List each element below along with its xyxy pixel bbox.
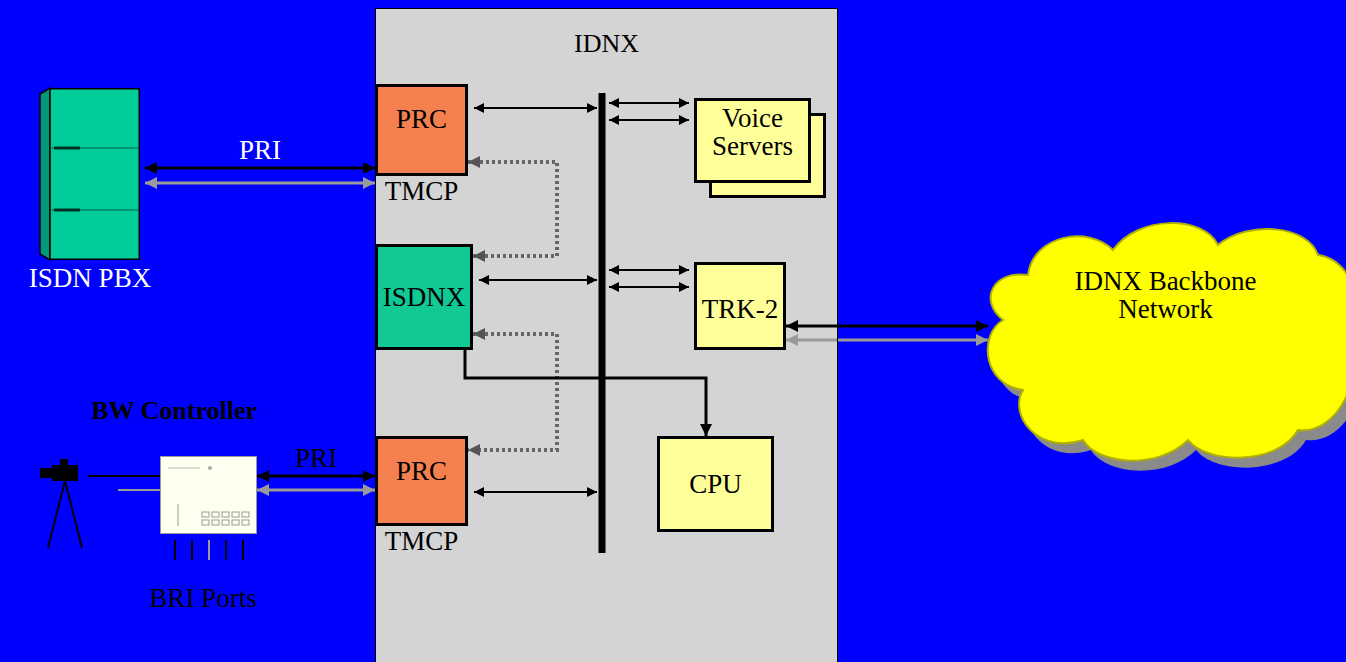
connector bbox=[465, 350, 706, 436]
port-socket bbox=[242, 520, 249, 525]
cloud-label: IDNX Backbone Network bbox=[1058, 267, 1273, 324]
server-stack: Voice Servers bbox=[694, 98, 826, 198]
port-socket bbox=[202, 512, 209, 517]
bri-port bbox=[191, 540, 193, 560]
device-detail bbox=[168, 468, 200, 469]
link-label: PRI bbox=[295, 444, 337, 472]
device-case bbox=[161, 457, 257, 534]
card-label: Voice Servers bbox=[698, 104, 807, 161]
shelf-line bbox=[50, 148, 139, 149]
bus-arrow bbox=[609, 102, 689, 104]
device-label: BW Controller bbox=[91, 397, 257, 424]
controller-device: BW Controller bbox=[160, 456, 257, 534]
bus-arrow bbox=[474, 107, 597, 109]
connector bbox=[145, 168, 375, 183]
port-socket bbox=[222, 512, 229, 517]
card-label: ISDNX bbox=[383, 283, 466, 311]
camera-cable bbox=[118, 489, 160, 491]
server-card bbox=[696, 100, 810, 182]
connector bbox=[468, 162, 557, 256]
device-label: ISDN PBX bbox=[29, 264, 151, 292]
port-label: BRI Ports bbox=[149, 584, 256, 612]
connector-line bbox=[257, 475, 375, 478]
link-label: PRI bbox=[239, 136, 281, 164]
card-label: PRC bbox=[396, 105, 447, 133]
node-shape bbox=[40, 88, 140, 260]
chassis-title: IDNX bbox=[376, 30, 837, 57]
backplane-bus bbox=[599, 93, 606, 553]
bri-port bbox=[242, 540, 244, 560]
connector-line bbox=[465, 350, 706, 436]
tripod-leg bbox=[65, 481, 82, 548]
card-box: ISDNX bbox=[375, 244, 473, 350]
dotted-connector-line bbox=[468, 334, 557, 450]
cabinet-front bbox=[50, 89, 139, 260]
bus-arrow bbox=[609, 269, 689, 271]
connector-shadow-line bbox=[786, 339, 988, 342]
connector bbox=[257, 476, 375, 490]
port-socket bbox=[242, 512, 249, 517]
bus-arrow bbox=[609, 286, 689, 288]
dotted-connector-line bbox=[468, 162, 557, 256]
card-label: TRK-2 bbox=[702, 295, 779, 323]
port-socket bbox=[232, 520, 239, 525]
bri-port bbox=[174, 540, 176, 560]
port-socket bbox=[232, 512, 239, 517]
bri-port bbox=[225, 540, 227, 560]
bus-arrow bbox=[479, 279, 597, 281]
port-socket bbox=[212, 520, 219, 525]
camera-viewfinder bbox=[60, 459, 68, 465]
connector-shadow-line bbox=[257, 489, 375, 492]
network-cloud: IDNX Backbone Network bbox=[988, 215, 1346, 470]
camera-cable bbox=[88, 475, 160, 477]
card-subtitle: TMCP bbox=[385, 177, 459, 205]
card-label: PRC bbox=[396, 457, 447, 485]
chassis-frame: IDNXPRCTMCPVoice ServersISDNXTRK-2PRCTMC… bbox=[375, 8, 838, 662]
shelf-handle bbox=[54, 147, 80, 150]
chassis-panel bbox=[375, 8, 838, 662]
cabinet-side bbox=[40, 88, 50, 260]
node-shape bbox=[160, 456, 257, 534]
card-label: CPU bbox=[689, 470, 742, 498]
connector-line bbox=[145, 167, 375, 170]
port-socket bbox=[202, 520, 209, 525]
port-socket bbox=[222, 520, 229, 525]
device-detail bbox=[178, 504, 179, 526]
pbx-cabinet: ISDN PBX bbox=[40, 88, 140, 260]
port-socket bbox=[212, 512, 219, 517]
connector-shadow-line bbox=[145, 182, 375, 185]
bri-port bbox=[208, 540, 210, 560]
shelf-handle bbox=[54, 209, 80, 212]
bus-arrow bbox=[609, 119, 689, 121]
camera-body bbox=[52, 465, 78, 481]
connector bbox=[786, 326, 988, 340]
device-led bbox=[208, 466, 212, 470]
card-subtitle: TMCP bbox=[385, 527, 459, 555]
tripod-leg bbox=[48, 481, 65, 548]
card-box: TRK-2 bbox=[694, 262, 786, 350]
card-box: CPU bbox=[657, 436, 774, 532]
node-shape bbox=[988, 215, 1346, 470]
connector bbox=[468, 334, 557, 450]
card-box: PRCTMCP bbox=[375, 84, 468, 176]
cloud-outline bbox=[988, 223, 1346, 461]
card-box: PRCTMCP bbox=[375, 436, 468, 526]
bus-arrow bbox=[474, 491, 597, 493]
connector-line bbox=[786, 325, 988, 328]
shelf-line bbox=[50, 210, 139, 211]
camera-lens bbox=[40, 468, 52, 478]
